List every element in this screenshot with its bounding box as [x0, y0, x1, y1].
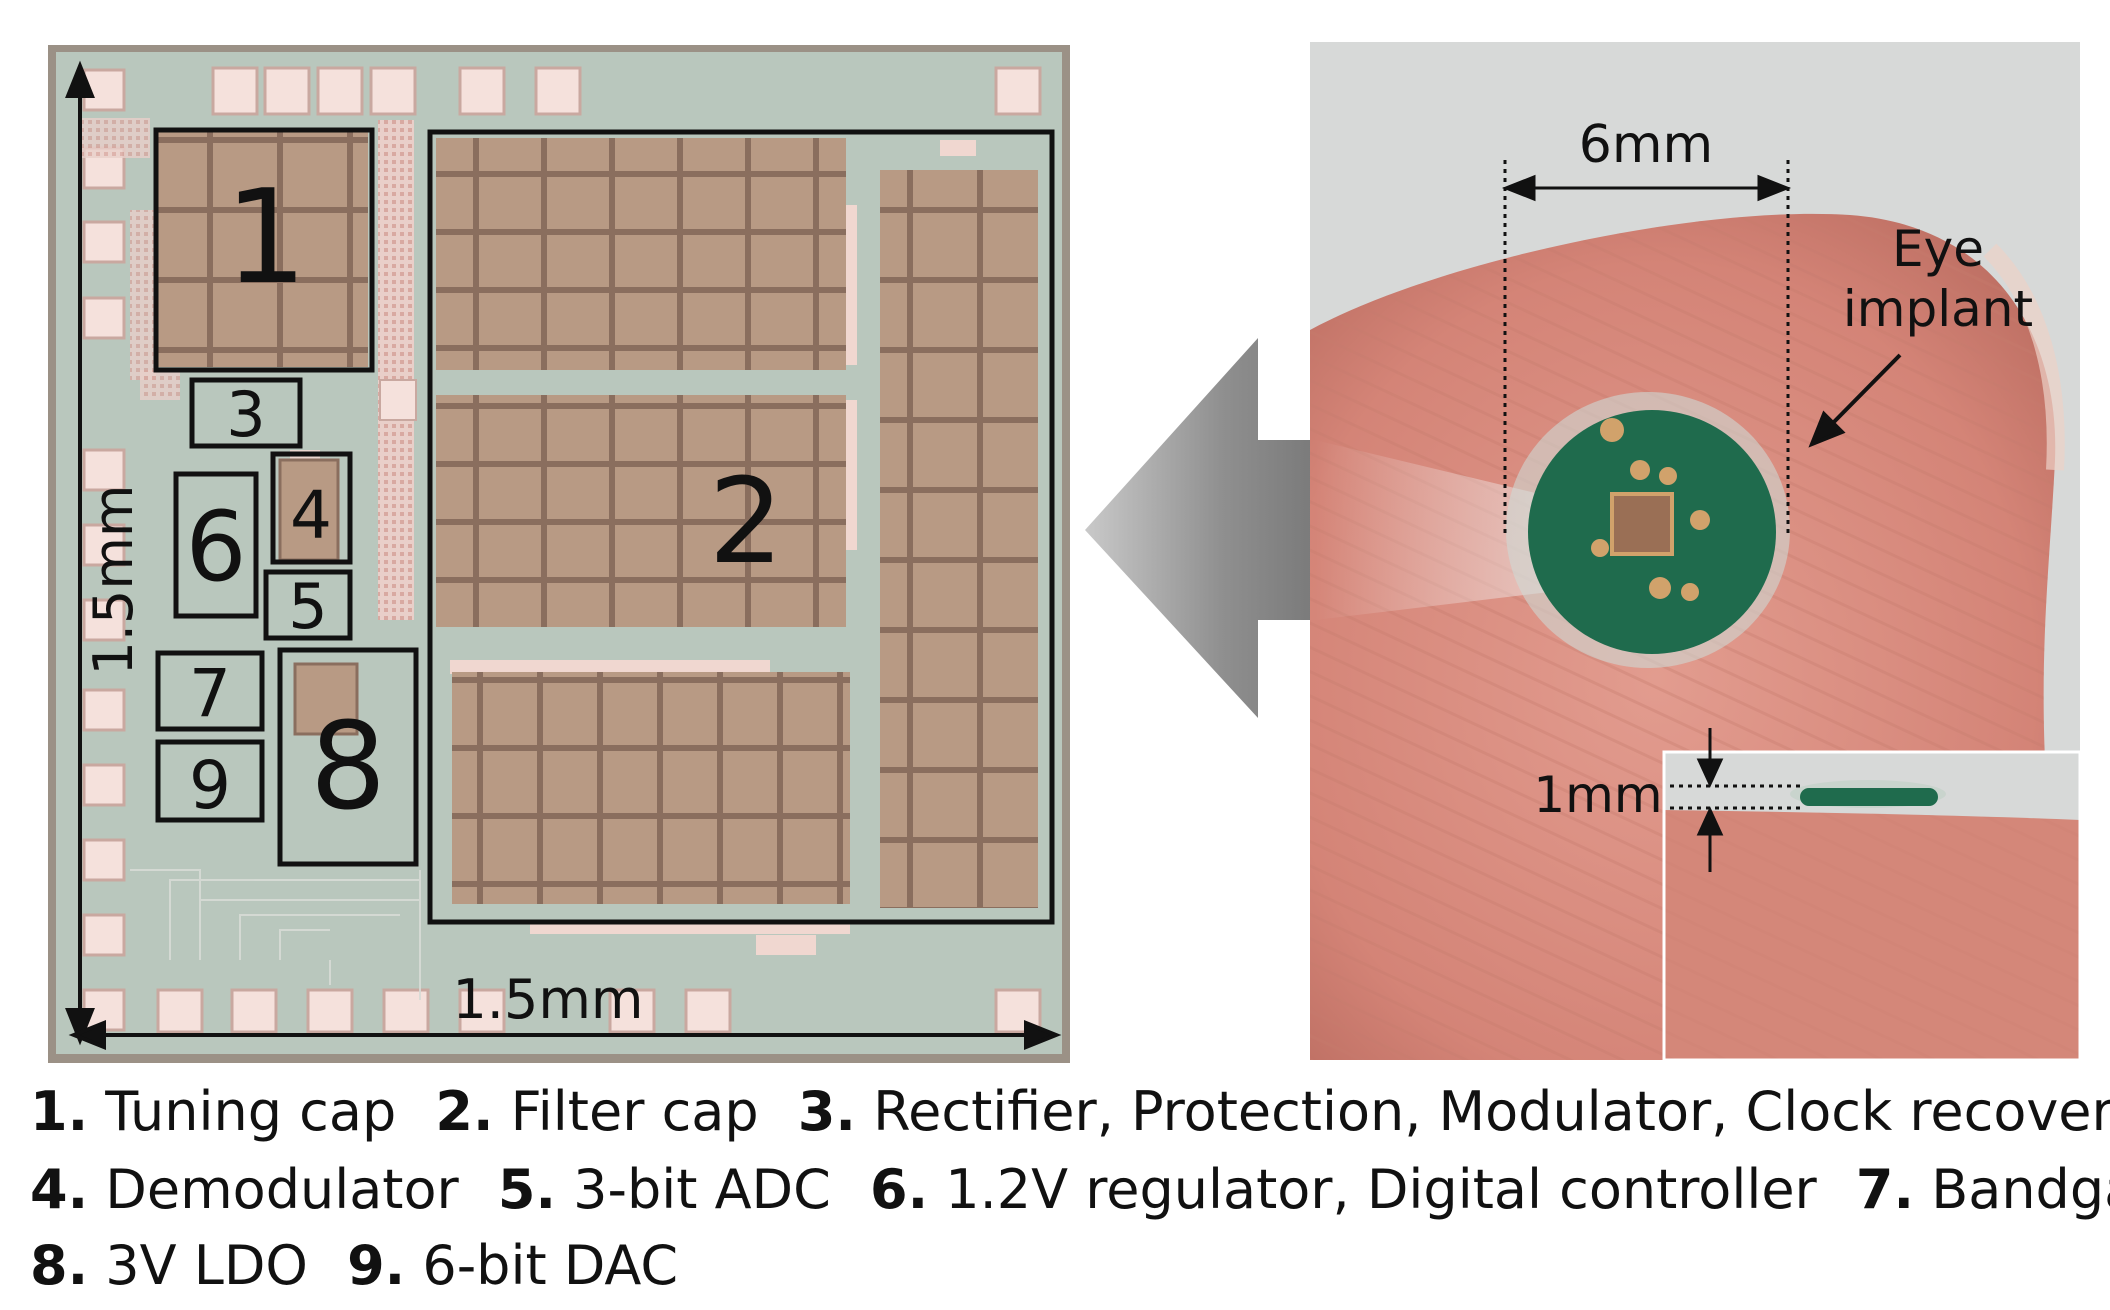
legend-row-1: 1. Tuning cap 2. Filter cap 3. Rectifier… [30, 1080, 2110, 1144]
block-label-6: 6 [185, 491, 246, 603]
block-2-capacitor-array-top [436, 138, 846, 370]
block-label-1: 1 [225, 161, 308, 313]
block-9-outline [155, 739, 265, 823]
legend-text: 3V LDO [105, 1234, 308, 1297]
block-4-feature [278, 458, 340, 562]
block-label-4: 4 [290, 477, 332, 554]
block-labels: 1 2 3 4 5 6 7 9 8 [185, 161, 783, 837]
implant-pointer-arrow [1808, 353, 1902, 448]
die-width-label: 1.5mm [452, 968, 643, 1031]
block-6-outline [173, 471, 259, 619]
legend-item: 2. Filter cap [435, 1080, 758, 1143]
implant-label-line1: Eye [1892, 220, 1984, 278]
die-dimension-arrows [65, 60, 1062, 1050]
block-2-outline [427, 129, 1055, 925]
implant-label-line2: implant [1843, 280, 2033, 338]
circuit-traces [130, 869, 421, 1000]
block-3-outline [189, 377, 303, 449]
legend-number: 4. [30, 1158, 89, 1221]
block-1-outline [153, 127, 375, 373]
legend-text: 6-bit DAC [422, 1234, 679, 1297]
legend-number: 3. [797, 1080, 856, 1143]
block-label-8-9-nine: 9 [189, 747, 231, 824]
legend-item: 8. 3V LDO [30, 1234, 308, 1297]
legend-item: 5. 3-bit ADC [498, 1158, 831, 1221]
block-1-capacitor-array [158, 132, 368, 367]
block-2-capacitor-column [880, 170, 1038, 908]
legend-item: 4. Demodulator [30, 1158, 459, 1221]
legend-item: 3. Rectifier, Protection, Modulator, Clo… [798, 1080, 2110, 1143]
block-label-3: 3 [226, 378, 265, 451]
bond-pads [82, 66, 1042, 1034]
legend-item: 1. Tuning cap [30, 1080, 396, 1143]
legend-item: 7. Bandgap [1856, 1158, 2110, 1221]
block-8-feature [293, 662, 359, 736]
thickness-dimension [1670, 728, 1800, 872]
legend-row-3: 8. 3V LDO 9. 6-bit DAC [30, 1234, 2090, 1298]
die-micrograph: 1 2 3 4 5 6 7 9 8 1.5mm 1.5mm [48, 45, 1070, 1063]
legend-text: 1.2V regulator, Digital controller [945, 1158, 1817, 1221]
inset-implant [1800, 788, 1938, 806]
legend-text: Rectifier, Protection, Modulator, Clock … [873, 1080, 2110, 1143]
block-2-capacitor-array-middle [436, 395, 846, 627]
block-7-outline [155, 650, 265, 732]
legend-number: 1. [30, 1080, 89, 1143]
legend-text: Filter cap [510, 1080, 759, 1143]
block-8-outline [277, 647, 419, 867]
implant-chip [1610, 492, 1674, 556]
legend-text: Demodulator [105, 1158, 459, 1221]
legend-number: 7. [1855, 1158, 1915, 1221]
legend-number: 9. [347, 1234, 406, 1297]
block-5-outline [263, 569, 353, 641]
block-outlines [153, 127, 1055, 925]
implant-photo: 6mm Eye implant 1mm [1310, 42, 2082, 1062]
legend-row-2: 4. Demodulator 5. 3-bit ADC 6. 1.2V regu… [30, 1158, 2110, 1222]
legend-number: 5. [497, 1158, 556, 1221]
implant-width-label: 6mm [1579, 115, 1713, 175]
legend-number: 8. [30, 1234, 89, 1297]
die-height-label: 1.5mm [82, 484, 145, 675]
legend-item: 6. 1.2V regulator, Digital controller [870, 1158, 1817, 1221]
block-2-capacitor-array-bottom [452, 672, 850, 904]
implant-width-dimension [1501, 160, 1792, 535]
block-label-5: 5 [288, 570, 327, 643]
legend-item: 9. 6-bit DAC [347, 1234, 678, 1297]
legend-number: 2. [435, 1080, 494, 1143]
legend-number: 6. [870, 1158, 929, 1221]
legend-text: 3-bit ADC [573, 1158, 831, 1221]
block-label-2: 2 [708, 452, 783, 590]
legend-text: Bandgap [1931, 1158, 2110, 1221]
pointing-arrow [1085, 338, 1315, 718]
side-view-inset: 1mm [1533, 728, 2082, 1062]
block-label-7: 7 [189, 655, 231, 732]
block-4-outline [270, 451, 353, 565]
block-label-8: 8 [310, 698, 386, 837]
implant-thickness-label: 1mm [1533, 766, 1662, 824]
legend-text: Tuning cap [105, 1080, 397, 1143]
